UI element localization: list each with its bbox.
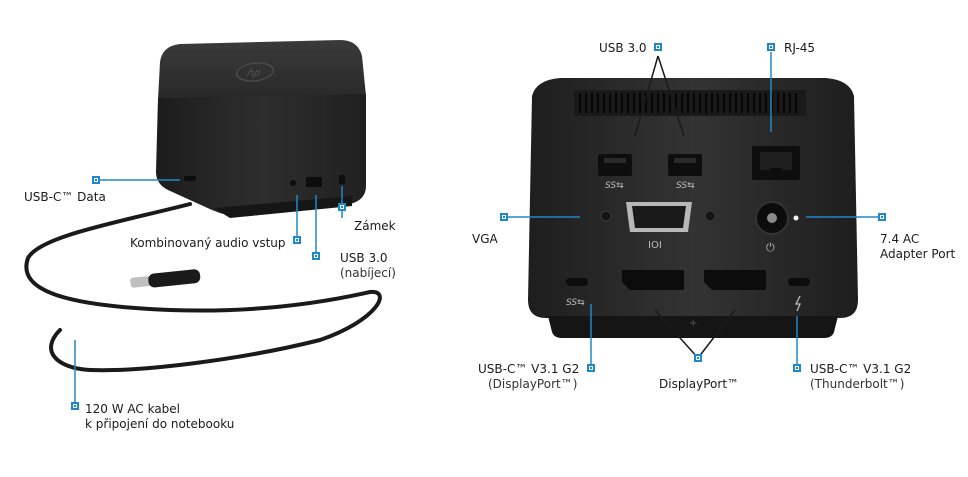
- black-callout-lines: [634, 55, 736, 359]
- marker-rj45: [767, 43, 775, 51]
- power-led: [793, 215, 799, 221]
- dc-jack: [755, 201, 789, 235]
- displayport-2: [704, 270, 766, 290]
- marker-usb30-left: [312, 252, 320, 260]
- thunderbolt-icon: [794, 295, 801, 312]
- label-usbc-dp-line1: USB-C™ V3.1 G2: [478, 362, 580, 376]
- usb-a-port-2: [668, 154, 702, 176]
- power-glyph-icon: ⏻: [766, 241, 775, 254]
- label-usb30-left: USB 3.0: [340, 251, 388, 265]
- marker-displayport: [694, 354, 702, 362]
- vga-screw-right: [704, 210, 716, 222]
- label-cable-line1: 120 W AC kabel: [85, 402, 181, 416]
- marker-usbc-tb: [793, 364, 801, 372]
- label-adapter-line1: 7.4 AC: [880, 232, 920, 246]
- lock-slot: [339, 175, 345, 184]
- ss-usb-icon-3: SS⇆: [566, 298, 585, 308]
- hp-logo-icon: hp: [235, 62, 275, 82]
- vga-glyph-icon: IOI: [648, 240, 662, 251]
- usbc-dp-port: [566, 278, 588, 286]
- label-vga: VGA: [472, 232, 498, 246]
- displayport-1: [622, 270, 684, 290]
- vga-screw-left: [600, 210, 612, 222]
- marker-adapter: [878, 213, 886, 221]
- vga-port: [626, 202, 692, 232]
- rj45-port: [752, 146, 800, 180]
- vent-grille: [574, 90, 806, 116]
- marker-audio: [293, 236, 301, 244]
- marker-usbc-dp: [587, 364, 595, 372]
- label-usbc-dp-line2: (DisplayPort™): [488, 377, 578, 391]
- left-dock: hp: [156, 40, 366, 218]
- label-adapter-line2: Adapter Port: [880, 247, 956, 261]
- marker-usb30-right: [654, 43, 662, 51]
- cable-plug: [130, 269, 201, 288]
- marker-vga: [500, 213, 508, 221]
- audio-jack: [290, 180, 296, 186]
- label-usbc-tb-line1: USB-C™ V3.1 G2: [810, 362, 912, 376]
- right-callout-lines: [506, 52, 878, 368]
- dock-top-face: [158, 40, 366, 110]
- marker-lock: [338, 203, 346, 211]
- label-rj45: RJ-45: [784, 41, 816, 55]
- label-audio: Kombinovaný audio vstup: [130, 236, 286, 250]
- usbc-tb-port: [788, 278, 810, 286]
- marker-usbc-data: [92, 176, 100, 184]
- label-usbc-data: USB-C™ Data: [24, 190, 106, 204]
- usb-a-port-1: [598, 154, 632, 176]
- ss-usb-icon-2: SS⇆: [676, 181, 695, 191]
- label-usbc-tb-line2: (Thunderbolt™): [810, 377, 905, 391]
- label-cable-line2: k připojení do notebooku: [85, 417, 235, 431]
- svg-text:+: +: [689, 318, 697, 329]
- label-usb30-left-sub: (nabíjecí): [340, 266, 396, 280]
- left-callout-lines: [74, 179, 343, 402]
- marker-cable: [71, 402, 79, 410]
- label-displayport: DisplayPort™: [659, 377, 740, 391]
- right-dock: +: [528, 78, 858, 338]
- ss-usb-icon-1: SS⇆: [605, 181, 624, 191]
- dock-back-face: [528, 78, 858, 318]
- cable: [24, 202, 382, 373]
- label-usb30-right: USB 3.0: [599, 41, 647, 55]
- usbc-data-port: [184, 176, 196, 181]
- usb-front-port: [306, 177, 322, 187]
- svg-text:hp: hp: [245, 67, 262, 79]
- label-lock: Zámek: [354, 219, 396, 233]
